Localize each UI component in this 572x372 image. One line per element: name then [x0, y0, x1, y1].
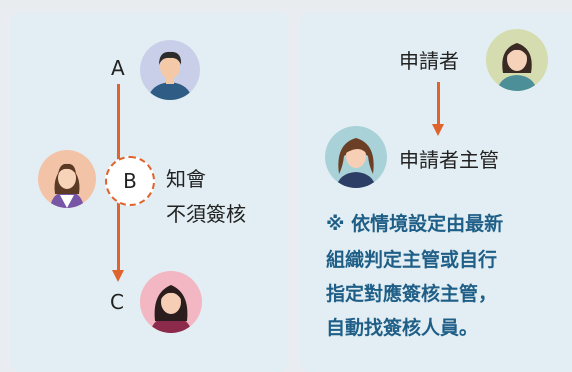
- woman-avatar-icon: [140, 271, 202, 333]
- applicant-manager-label: 申請者主管: [399, 148, 499, 172]
- woman-avatar-icon: [38, 150, 96, 208]
- rule-note-line: 自動找簽核人員。: [326, 317, 479, 339]
- applicant-arrow-line: [437, 82, 440, 126]
- man-avatar-icon: [140, 40, 200, 100]
- node-b-label: B: [123, 169, 137, 193]
- node-b-circle: B: [105, 156, 155, 206]
- notify-label: 知會: [166, 167, 206, 191]
- no-sign-label: 不須簽核: [166, 202, 246, 226]
- node-c-label: C: [110, 290, 124, 314]
- woman-avatar-icon: [325, 126, 387, 188]
- rule-note-line: 組織判定主管或自行: [326, 249, 498, 271]
- rule-note-line: 指定對應簽核主管，: [326, 283, 498, 305]
- woman-avatar-icon: [486, 29, 548, 91]
- rule-note-line: ※ 依情境設定由最新: [326, 213, 504, 235]
- applicant-arrow-head: [432, 124, 444, 136]
- applicant-label: 申請者: [399, 49, 459, 73]
- flow-arrow-head: [112, 270, 124, 282]
- top-divider: [0, 0, 572, 8]
- node-a-label: A: [111, 56, 125, 80]
